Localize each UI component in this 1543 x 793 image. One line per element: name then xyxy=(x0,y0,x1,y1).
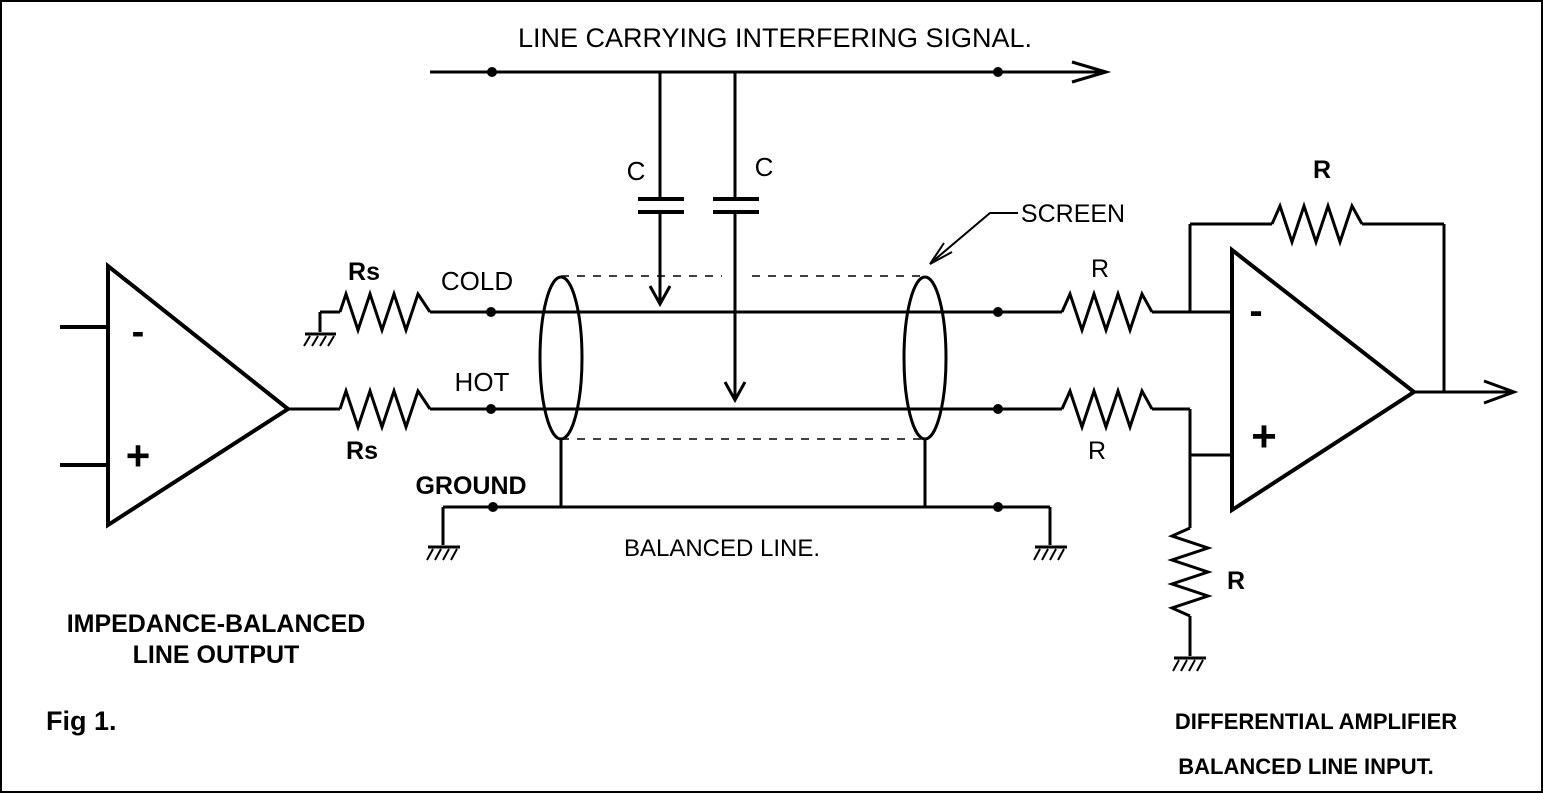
output-title-line1: IMPEDANCE-BALANCED xyxy=(67,610,366,638)
left-opamp xyxy=(60,261,292,529)
right-opamp xyxy=(1230,245,1519,514)
cold-label: COLD xyxy=(441,266,513,296)
r-feedback-label: R xyxy=(1313,156,1331,184)
screen-label: SCREEN xyxy=(1021,200,1125,228)
screen-pointer xyxy=(929,212,1018,265)
ground-conductor xyxy=(426,502,1067,561)
r-cold-input-resistor xyxy=(1060,289,1232,335)
cable-screen xyxy=(538,275,948,507)
figure-number: Fig 1. xyxy=(46,706,117,736)
cold-conductor xyxy=(486,307,1062,317)
coupling-capacitor-right xyxy=(713,72,759,404)
cap-left-label: C xyxy=(627,156,646,186)
r-cold-input-label: R xyxy=(1091,255,1109,283)
interfering-line xyxy=(430,60,1112,84)
r-hot-input-label: R xyxy=(1088,437,1106,465)
rs-top-label: Rs xyxy=(348,258,380,286)
ground-label: GROUND xyxy=(415,472,526,500)
r-hot-input-resistor xyxy=(1060,386,1232,457)
left-opamp-plus: + xyxy=(126,432,151,479)
r-shunt-resistor xyxy=(1167,455,1213,672)
input-title-line1: DIFFERENTIAL AMPLIFIER xyxy=(1175,709,1457,734)
hot-conductor xyxy=(486,404,1062,414)
cap-right-label: C xyxy=(755,152,774,182)
right-opamp-plus: + xyxy=(1251,412,1277,461)
input-title-line2: BALANCED LINE INPUT. xyxy=(1178,754,1433,779)
rs-bottom-label: Rs xyxy=(346,437,378,465)
left-opamp-minus: - xyxy=(132,311,145,353)
hot-label: HOT xyxy=(455,367,510,397)
right-opamp-minus: - xyxy=(1249,289,1262,333)
balanced-line-label: BALANCED LINE. xyxy=(624,535,820,562)
r-shunt-label: R xyxy=(1227,567,1245,595)
interfering-line-label: LINE CARRYING INTERFERING SIGNAL. xyxy=(518,23,1032,53)
output-title-line2: LINE OUTPUT xyxy=(133,641,300,669)
rs-cold-resistor xyxy=(303,289,538,347)
r-feedback-resistor xyxy=(1188,201,1446,392)
coupling-capacitor-left xyxy=(638,72,684,308)
